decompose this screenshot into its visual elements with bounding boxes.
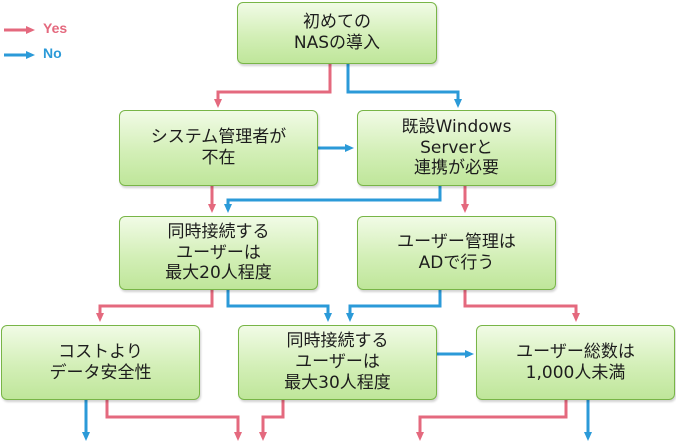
edge-concurrent20-no	[226, 290, 332, 322]
edge-windows-no	[224, 186, 442, 213]
edge-ad-yes	[463, 290, 580, 322]
edge-first-nas-no	[346, 64, 462, 108]
edge-concurrent20-yes	[96, 290, 214, 322]
node-concurrent-30: 同時接続する ユーザーは 最大30人程度	[238, 325, 437, 400]
node-cost-safety: コストより データ安全性	[1, 325, 200, 400]
edge-concurrent30-yes	[259, 400, 285, 441]
edge-ad-no	[346, 290, 442, 322]
node-ad-user-mgmt: ユーザー管理は ADで行う	[357, 216, 556, 290]
node-windows-server: 既設Windows Serverと 連携が必要	[357, 110, 556, 186]
edge-cost-yes	[105, 400, 242, 441]
legend-no-label: No	[43, 45, 62, 61]
legend-yes-label: Yes	[43, 20, 68, 36]
edge-users1000-yes	[416, 400, 568, 441]
node-users-1000: ユーザー総数は 1,000人未満	[476, 325, 675, 400]
node-first-nas: 初めての NASの導入	[237, 2, 437, 64]
node-concurrent-20: 同時接続する ユーザーは 最大20人程度	[119, 216, 318, 290]
edge-first-nas-yes	[214, 64, 332, 108]
node-no-admin: システム管理者が 不在	[119, 110, 318, 186]
